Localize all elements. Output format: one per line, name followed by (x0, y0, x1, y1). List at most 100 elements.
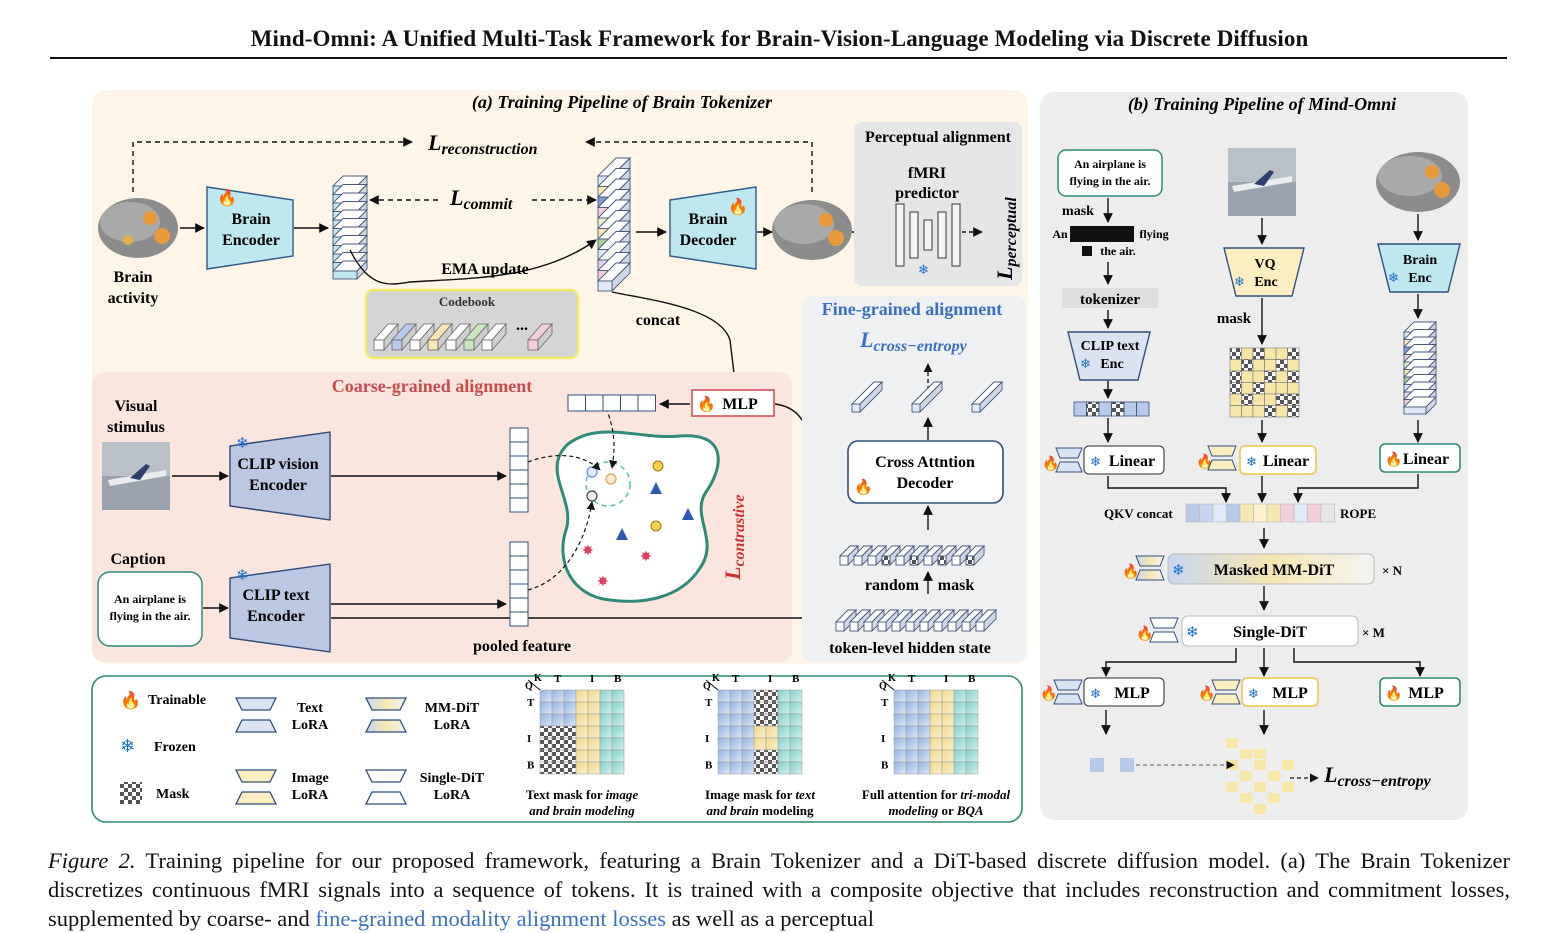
column-label: T (554, 673, 562, 685)
mask-cell (765, 749, 779, 763)
mask-cell (941, 689, 955, 703)
positive-pair-circle (585, 461, 631, 507)
mask-cell (741, 701, 755, 715)
other-point (652, 460, 664, 472)
caption-box (97, 571, 203, 647)
mlp-label: MLP (722, 396, 758, 413)
mask-cell (917, 737, 931, 751)
loss-cross-entropy-a: Lcross−entropy (859, 327, 968, 355)
image-token (1241, 347, 1254, 360)
mask-cell (599, 689, 613, 703)
mask-cell (929, 713, 943, 727)
codebook-entry-front (427, 339, 439, 351)
text-mask-label: mask (1062, 204, 1094, 219)
caption-line-2: Brain Tokenizer discretizes continuous f… (48, 848, 1510, 902)
visual-stimulus-label-2: stimulus (107, 419, 165, 436)
feature-cell (509, 427, 529, 443)
qkv-token (1212, 503, 1227, 523)
qkv-token (1266, 503, 1281, 523)
mask-cell (587, 749, 601, 763)
text-token (1111, 401, 1125, 417)
times-m: × M (1362, 625, 1385, 640)
feature-cell (509, 555, 529, 571)
concat-label: concat (636, 312, 681, 329)
cross-decoder-label-2: Decoder (897, 475, 954, 492)
image-token (1229, 405, 1242, 418)
column-label: B (792, 673, 800, 685)
hidden-token (919, 621, 929, 632)
q-label: Q (525, 681, 533, 692)
cross-attention-decoder (847, 440, 1004, 504)
brain-activity-label-1: Brain (113, 269, 152, 286)
image-token (1241, 382, 1254, 395)
brain-encoder-label-2: Encoder (222, 232, 280, 249)
text-token (1086, 401, 1100, 417)
image-token (1275, 405, 1288, 418)
image-output-token (1240, 771, 1252, 781)
brain-linear-label: Linear (1403, 451, 1449, 468)
text-output-token (1120, 758, 1134, 772)
mask-cell (741, 749, 755, 763)
mask-cell (741, 737, 755, 751)
mask-cell (929, 749, 943, 763)
image-token (1264, 359, 1277, 372)
panel-a-title: (a) Training Pipeline of Brain Tokenizer (472, 92, 773, 113)
mask-cell (965, 713, 979, 727)
coarse-title: Coarse-grained alignment (332, 376, 532, 396)
flame-icon: 🔥 (217, 188, 237, 207)
text-linear-box (1083, 445, 1165, 475)
image-output-token (1254, 804, 1266, 814)
mask-cell (599, 701, 613, 715)
brain-enc-label-1: Brain (1403, 253, 1437, 268)
mask-cell (941, 713, 955, 727)
arrow-to-text-mlp (1101, 648, 1237, 677)
mask-cell (575, 737, 589, 751)
image-token-grid (1229, 347, 1300, 418)
hidden-token (933, 621, 943, 632)
brain-linear-box (1379, 443, 1461, 473)
mask-cell (965, 749, 979, 763)
qkv-token (1226, 503, 1241, 523)
snowflake-icon: ❄ (1246, 454, 1257, 469)
mask-cell (905, 749, 919, 763)
mask-cell (929, 701, 943, 715)
mask-cell (893, 701, 907, 715)
mmdit-label: Masked MM-DiT (1214, 562, 1335, 579)
hidden-token (975, 621, 985, 632)
projected-token (567, 394, 586, 412)
text-point (605, 473, 617, 485)
hidden-token (947, 621, 957, 632)
text-to-space-arrow (527, 501, 595, 591)
mask-cell (917, 701, 931, 715)
codebook-entry-front (373, 339, 385, 351)
snowflake-icon: ❄ (1080, 356, 1091, 371)
mask-cell (575, 701, 589, 715)
mask-cell (717, 749, 731, 763)
brain-activity-label-2: activity (108, 290, 159, 307)
recon-arrow-left (132, 137, 413, 192)
hidden-token (849, 621, 859, 632)
masked-token (951, 555, 961, 566)
mask-cell (563, 701, 577, 715)
text-linear-label: Linear (1109, 453, 1155, 470)
image-mlp-box (1241, 677, 1319, 707)
mask-cell (917, 749, 931, 763)
hidden-token (905, 621, 915, 632)
token-hidden-label: token-level hidden state (829, 640, 991, 657)
image-token (1252, 393, 1265, 406)
mask-label: mask (938, 577, 975, 594)
cross-decoder-label-1: Cross Attntion (875, 454, 975, 471)
codebook-entry-front (481, 339, 493, 351)
mask-cell (777, 701, 791, 715)
clip-vision-label-1: CLIP vision (237, 456, 318, 473)
brain-token-stack (1402, 320, 1438, 416)
embedding-space (555, 430, 720, 603)
star-marker: ✸ (582, 544, 594, 559)
projected-token (602, 394, 621, 412)
mask-cell (753, 713, 767, 727)
brain-encoder-label-1: Brain (231, 211, 270, 228)
image-lora-icon (234, 769, 278, 805)
codebook-entry-side (537, 322, 553, 352)
mask-cell (551, 713, 565, 727)
hidden-token (863, 621, 873, 632)
